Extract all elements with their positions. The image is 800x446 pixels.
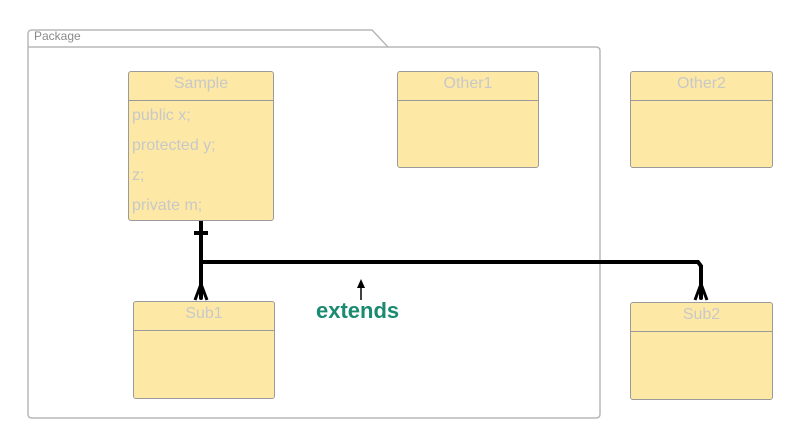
crows-foot-sub1: [193, 283, 209, 301]
attribute-item: protected y;: [132, 137, 216, 154]
class-other1[interactable]: Other1: [397, 71, 539, 168]
crows-foot-sub2: [693, 283, 709, 301]
inheritance-connector[interactable]: [199, 218, 703, 300]
class-sample-title: Sample: [129, 72, 273, 101]
attribute-item: private m;: [132, 197, 203, 214]
package-label: Package: [34, 29, 81, 43]
package-frame: [27, 29, 601, 419]
class-other1-title: Other1: [398, 72, 538, 101]
class-sub1-title: Sub1: [134, 302, 274, 331]
class-sample[interactable]: Sample public x; protected y; z; private…: [128, 71, 274, 221]
class-sub2-title: Sub2: [631, 303, 772, 332]
class-sub2[interactable]: Sub2: [630, 302, 773, 400]
attribute-item: z;: [132, 167, 145, 184]
class-sample-attributes: public x; protected y; z; private m;: [129, 101, 273, 223]
relation-label[interactable]: extends: [316, 298, 400, 323]
label-arrow-icon: [357, 279, 365, 300]
class-sub1[interactable]: Sub1: [133, 301, 275, 399]
connector-branch: [199, 260, 703, 300]
class-other2-title: Other2: [631, 72, 772, 101]
attribute-item: public x;: [132, 107, 191, 124]
class-other2[interactable]: Other2: [630, 71, 773, 168]
